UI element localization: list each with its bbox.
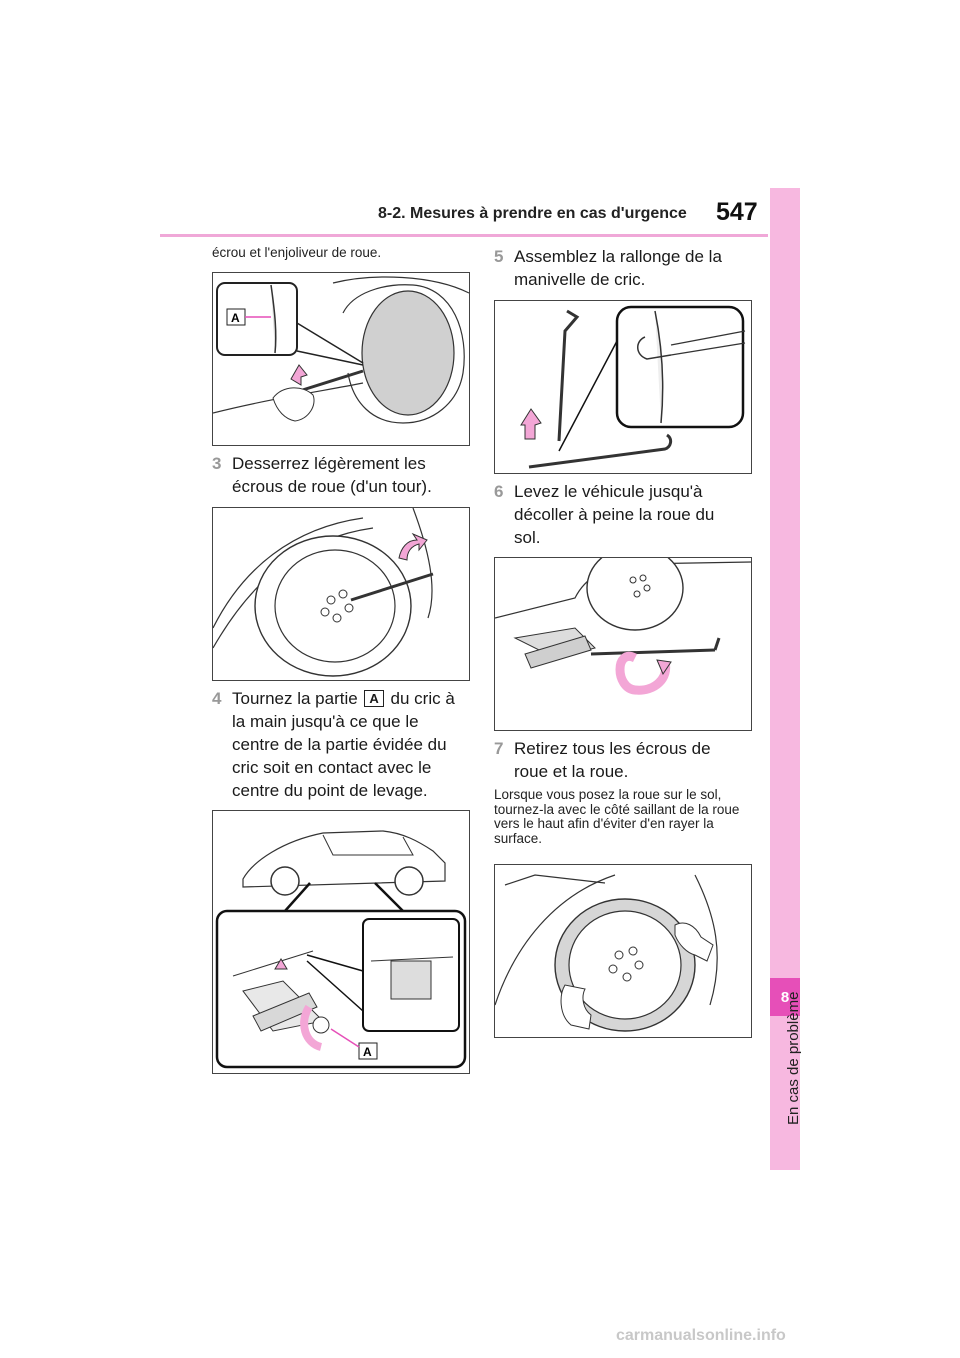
step-6-number: 6 [494,482,504,501]
figure-raise-vehicle [494,557,752,731]
step-4-number: 4 [212,689,222,708]
step-5-number: 5 [494,247,504,266]
step-4-line3: centre de la partie évidée du [232,735,447,754]
page-number: 547 [716,198,758,226]
chapter-label: En cas de problème [785,991,802,1125]
hubcap-illustration: A [213,276,469,424]
step-4-line1-before: Tournez la partie [232,689,358,708]
wrench-illustration [213,508,434,677]
figure-remove-hubcap: A [212,272,470,446]
figure-loosen-nuts [212,507,470,681]
step-4-line2: la main jusqu'à ce que le [232,712,419,731]
step-7: 7 Retirez tous les écrous de roue et la r… [494,737,750,783]
section-title: 8-2. Mesures à prendre en cas d'urgence [378,205,687,222]
handle-illustration [520,305,746,469]
step-3: 3 Desserrez légèrement les écrous de roue… [212,452,468,498]
step-4-line5: centre du point de levage. [232,781,428,800]
step-6: 6 Levez le véhicule jusqu'à décoller à pe… [494,480,750,549]
step-4: 4 Tournez la partie A du cric à la main j… [212,687,468,802]
step-6-line3: sol. [514,528,541,547]
part-a-badge: A [364,690,384,707]
fig1-callout-label: A [231,311,240,325]
figure-remove-wheel [494,864,752,1038]
figure-handle-assembly [494,300,752,474]
step-5: 5 Assemblez la rallonge de la manivelle d… [494,245,750,291]
header-divider [160,234,768,237]
figure-jack-position: A [212,810,470,1074]
step-4-line1-after: du cric à [390,689,455,708]
step-7-line1: Retirez tous les écrous de [514,739,711,758]
caution-note: Lorsque vous posez la roue sur le sol, t… [494,787,740,846]
jack-illustration: A [215,830,467,1069]
step-5-line1: Assemblez la rallonge de la [514,247,722,266]
step-3-line1: Desserrez légèrement les [232,454,426,473]
step-3-number: 3 [212,454,222,473]
step-7-line2: roue et la roue. [514,762,629,781]
chapter-number-badge: 8 [770,978,800,1016]
step-3-line2: écrous de roue (d'un tour). [232,477,432,496]
step-6-line2: décoller à peine la roue du [514,505,715,524]
wheel-illustration [495,874,718,1032]
raise-illustration [495,558,751,695]
fig3-callout-label: A [363,1045,372,1059]
step-6-line1: Levez le véhicule jusqu'à [514,482,703,501]
step-5-line2: manivelle de cric. [514,270,646,289]
continuation-text: écrou et l'enjoliveur de roue. [212,245,382,260]
step-4-line4: cric soit en contact avec le [232,758,432,777]
step-7-number: 7 [494,739,504,758]
watermark: carmanualsonline.info [616,1327,786,1344]
